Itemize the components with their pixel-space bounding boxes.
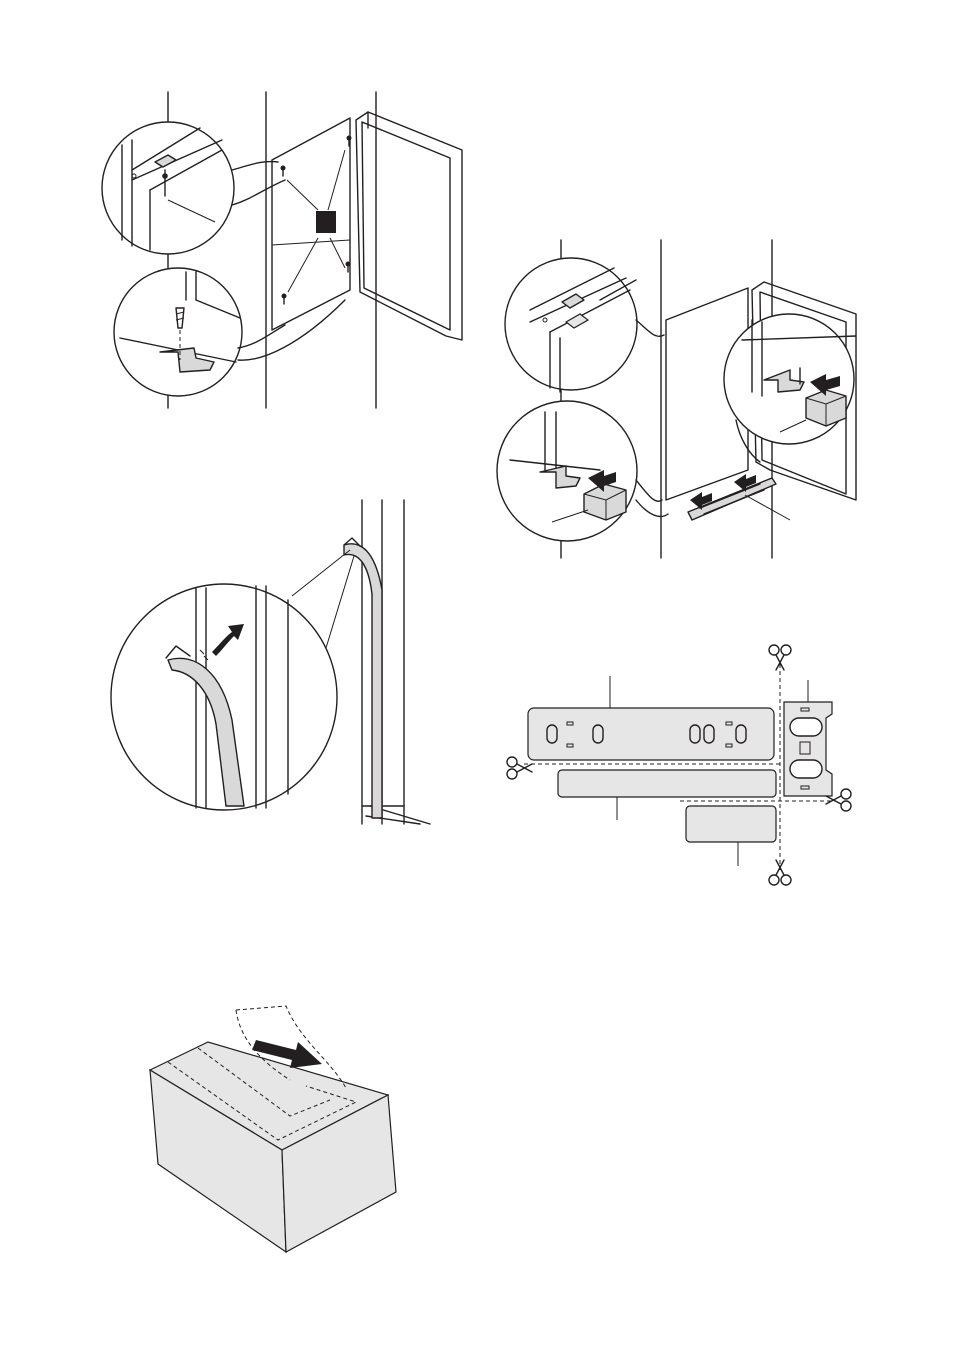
figure-seal-strip-insertion [110, 499, 431, 825]
scissors-icon [768, 644, 792, 671]
carton-icon [148, 1041, 397, 1254]
pull-arrow-icon [252, 1040, 322, 1068]
magnifier-callout-icon [113, 267, 346, 397]
magnifier-callout-icon [504, 257, 665, 393]
trim-plate-icon [685, 805, 777, 866]
figure-cabinet-screw-mounting [101, 91, 463, 409]
figure-carton-tape-removal [148, 1005, 397, 1254]
seal-strip-icon [343, 537, 383, 819]
figure-foam-block-placement [496, 239, 857, 559]
trim-plate-icon [557, 769, 777, 820]
scissors-icon [506, 756, 533, 780]
scissors-icon [768, 859, 792, 886]
push-arrow-icon [690, 474, 756, 510]
trim-plate-icon [783, 680, 833, 797]
magnifier-callout-icon [496, 400, 669, 542]
trim-plate-icon [527, 676, 775, 761]
cut-line-icon [524, 664, 836, 870]
motion-arrow-icon [199, 624, 244, 661]
screw-icon [175, 307, 185, 329]
figure-cut-trim-parts [506, 644, 852, 886]
magnifier-callout-icon [101, 121, 286, 255]
screw-icon [280, 135, 352, 305]
magnifier-callout-icon [723, 313, 857, 463]
scissors-icon [825, 788, 852, 812]
seal-strip-icon [165, 645, 245, 807]
magnifier-callout-icon [110, 583, 338, 811]
marker-square-icon [316, 211, 336, 233]
